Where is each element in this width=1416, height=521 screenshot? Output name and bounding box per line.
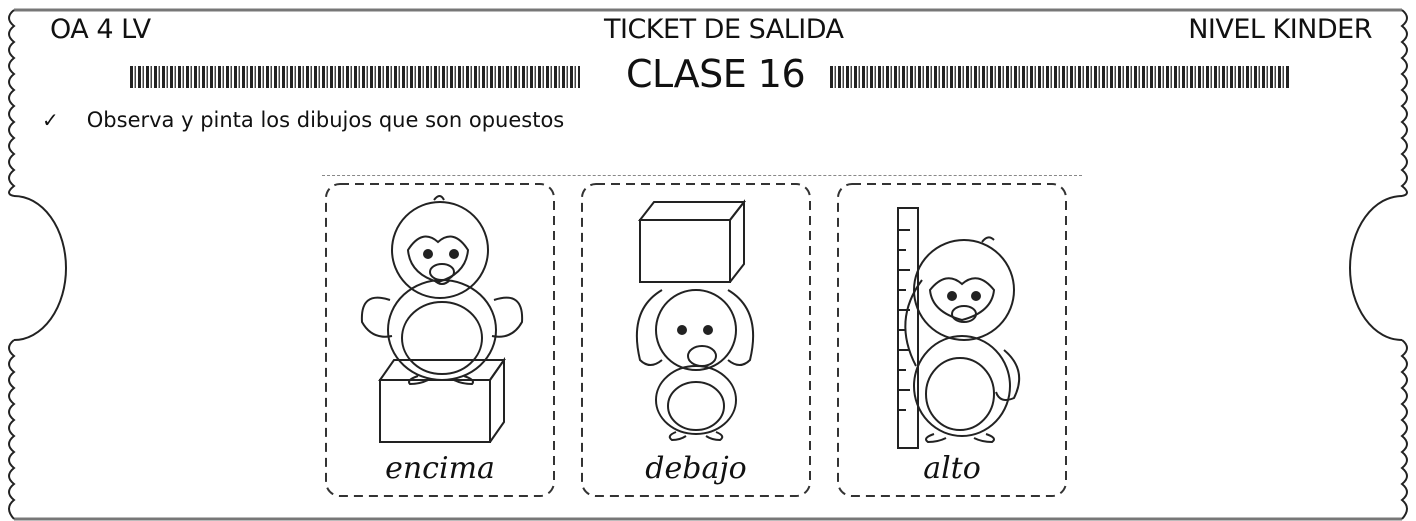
picture-card-alto[interactable]: alto — [834, 180, 1070, 500]
card-label: encima — [385, 451, 495, 486]
divider-line — [322, 175, 1082, 176]
instruction-text: Observa y pinta los dibujos que son opue… — [86, 108, 565, 132]
picture-card-debajo[interactable]: debajo — [578, 180, 814, 500]
barcode-decoration-left — [130, 66, 580, 88]
grade-level: NIVEL KINDER — [1188, 14, 1372, 45]
picture-card-encima[interactable]: encima — [322, 180, 558, 500]
checkmark-icon: ✓ — [42, 108, 59, 132]
instruction: ✓ Observa y pinta los dibujos que son op… — [42, 108, 564, 132]
penguin-on-box-illustration — [325, 183, 555, 497]
card-label: debajo — [645, 451, 747, 486]
barcode-decoration-right — [830, 66, 1290, 88]
class-title: CLASE 16 — [626, 52, 806, 96]
penguin-under-box-illustration — [581, 183, 811, 497]
penguin-by-ruler-illustration — [837, 183, 1067, 497]
ticket-title: TICKET DE SALIDA — [604, 14, 844, 45]
learning-objective-code: OA 4 LV — [50, 14, 151, 45]
card-label: alto — [923, 451, 981, 486]
